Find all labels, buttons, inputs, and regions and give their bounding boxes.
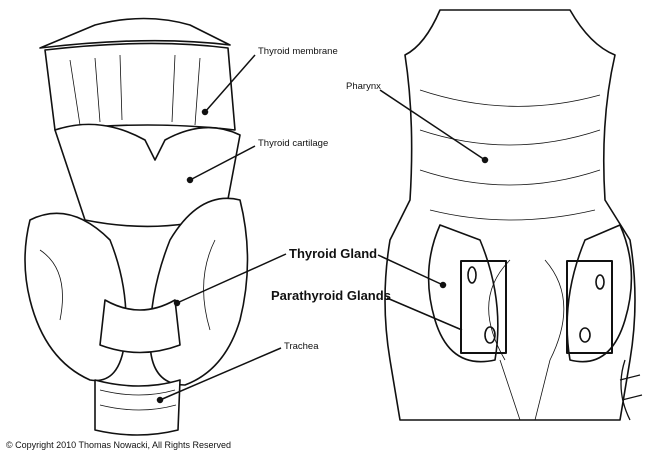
posterior-hatching <box>419 89 601 421</box>
label-trachea: Trachea <box>284 341 319 352</box>
parathyroid-box-right <box>566 260 613 354</box>
left-posterior-lobe <box>427 224 499 363</box>
isthmus <box>99 299 181 354</box>
parathyroid-gland <box>467 266 477 284</box>
thyroid-membrane-shape <box>44 42 236 131</box>
anterior-hatching <box>39 54 216 411</box>
label-thyroid-cartilage: Thyroid cartilage <box>258 138 329 149</box>
thyroid-cartilage-shape <box>54 123 241 228</box>
label-thyroid-membrane: Thyroid membrane <box>258 46 338 57</box>
label-parathyroid-glands: Parathyroid Glands <box>271 288 391 303</box>
artist-signature <box>619 359 643 421</box>
label-pharynx: Pharynx <box>346 81 381 92</box>
parathyroid-gland <box>579 327 591 343</box>
posterior-pharynx-view <box>384 9 636 421</box>
right-posterior-lobe <box>566 224 633 363</box>
left-thyroid-lobe <box>24 212 127 382</box>
hyoid-bone <box>39 17 231 49</box>
parathyroid-box-left <box>460 260 507 354</box>
leader-lines <box>156 54 489 404</box>
label-thyroid-gland: Thyroid Gland <box>289 246 378 261</box>
copyright-notice: © Copyright 2010 Thomas Nowacki, All Rig… <box>6 440 232 450</box>
anterior-larynx-view <box>24 17 249 436</box>
parathyroid-gland <box>595 274 605 290</box>
